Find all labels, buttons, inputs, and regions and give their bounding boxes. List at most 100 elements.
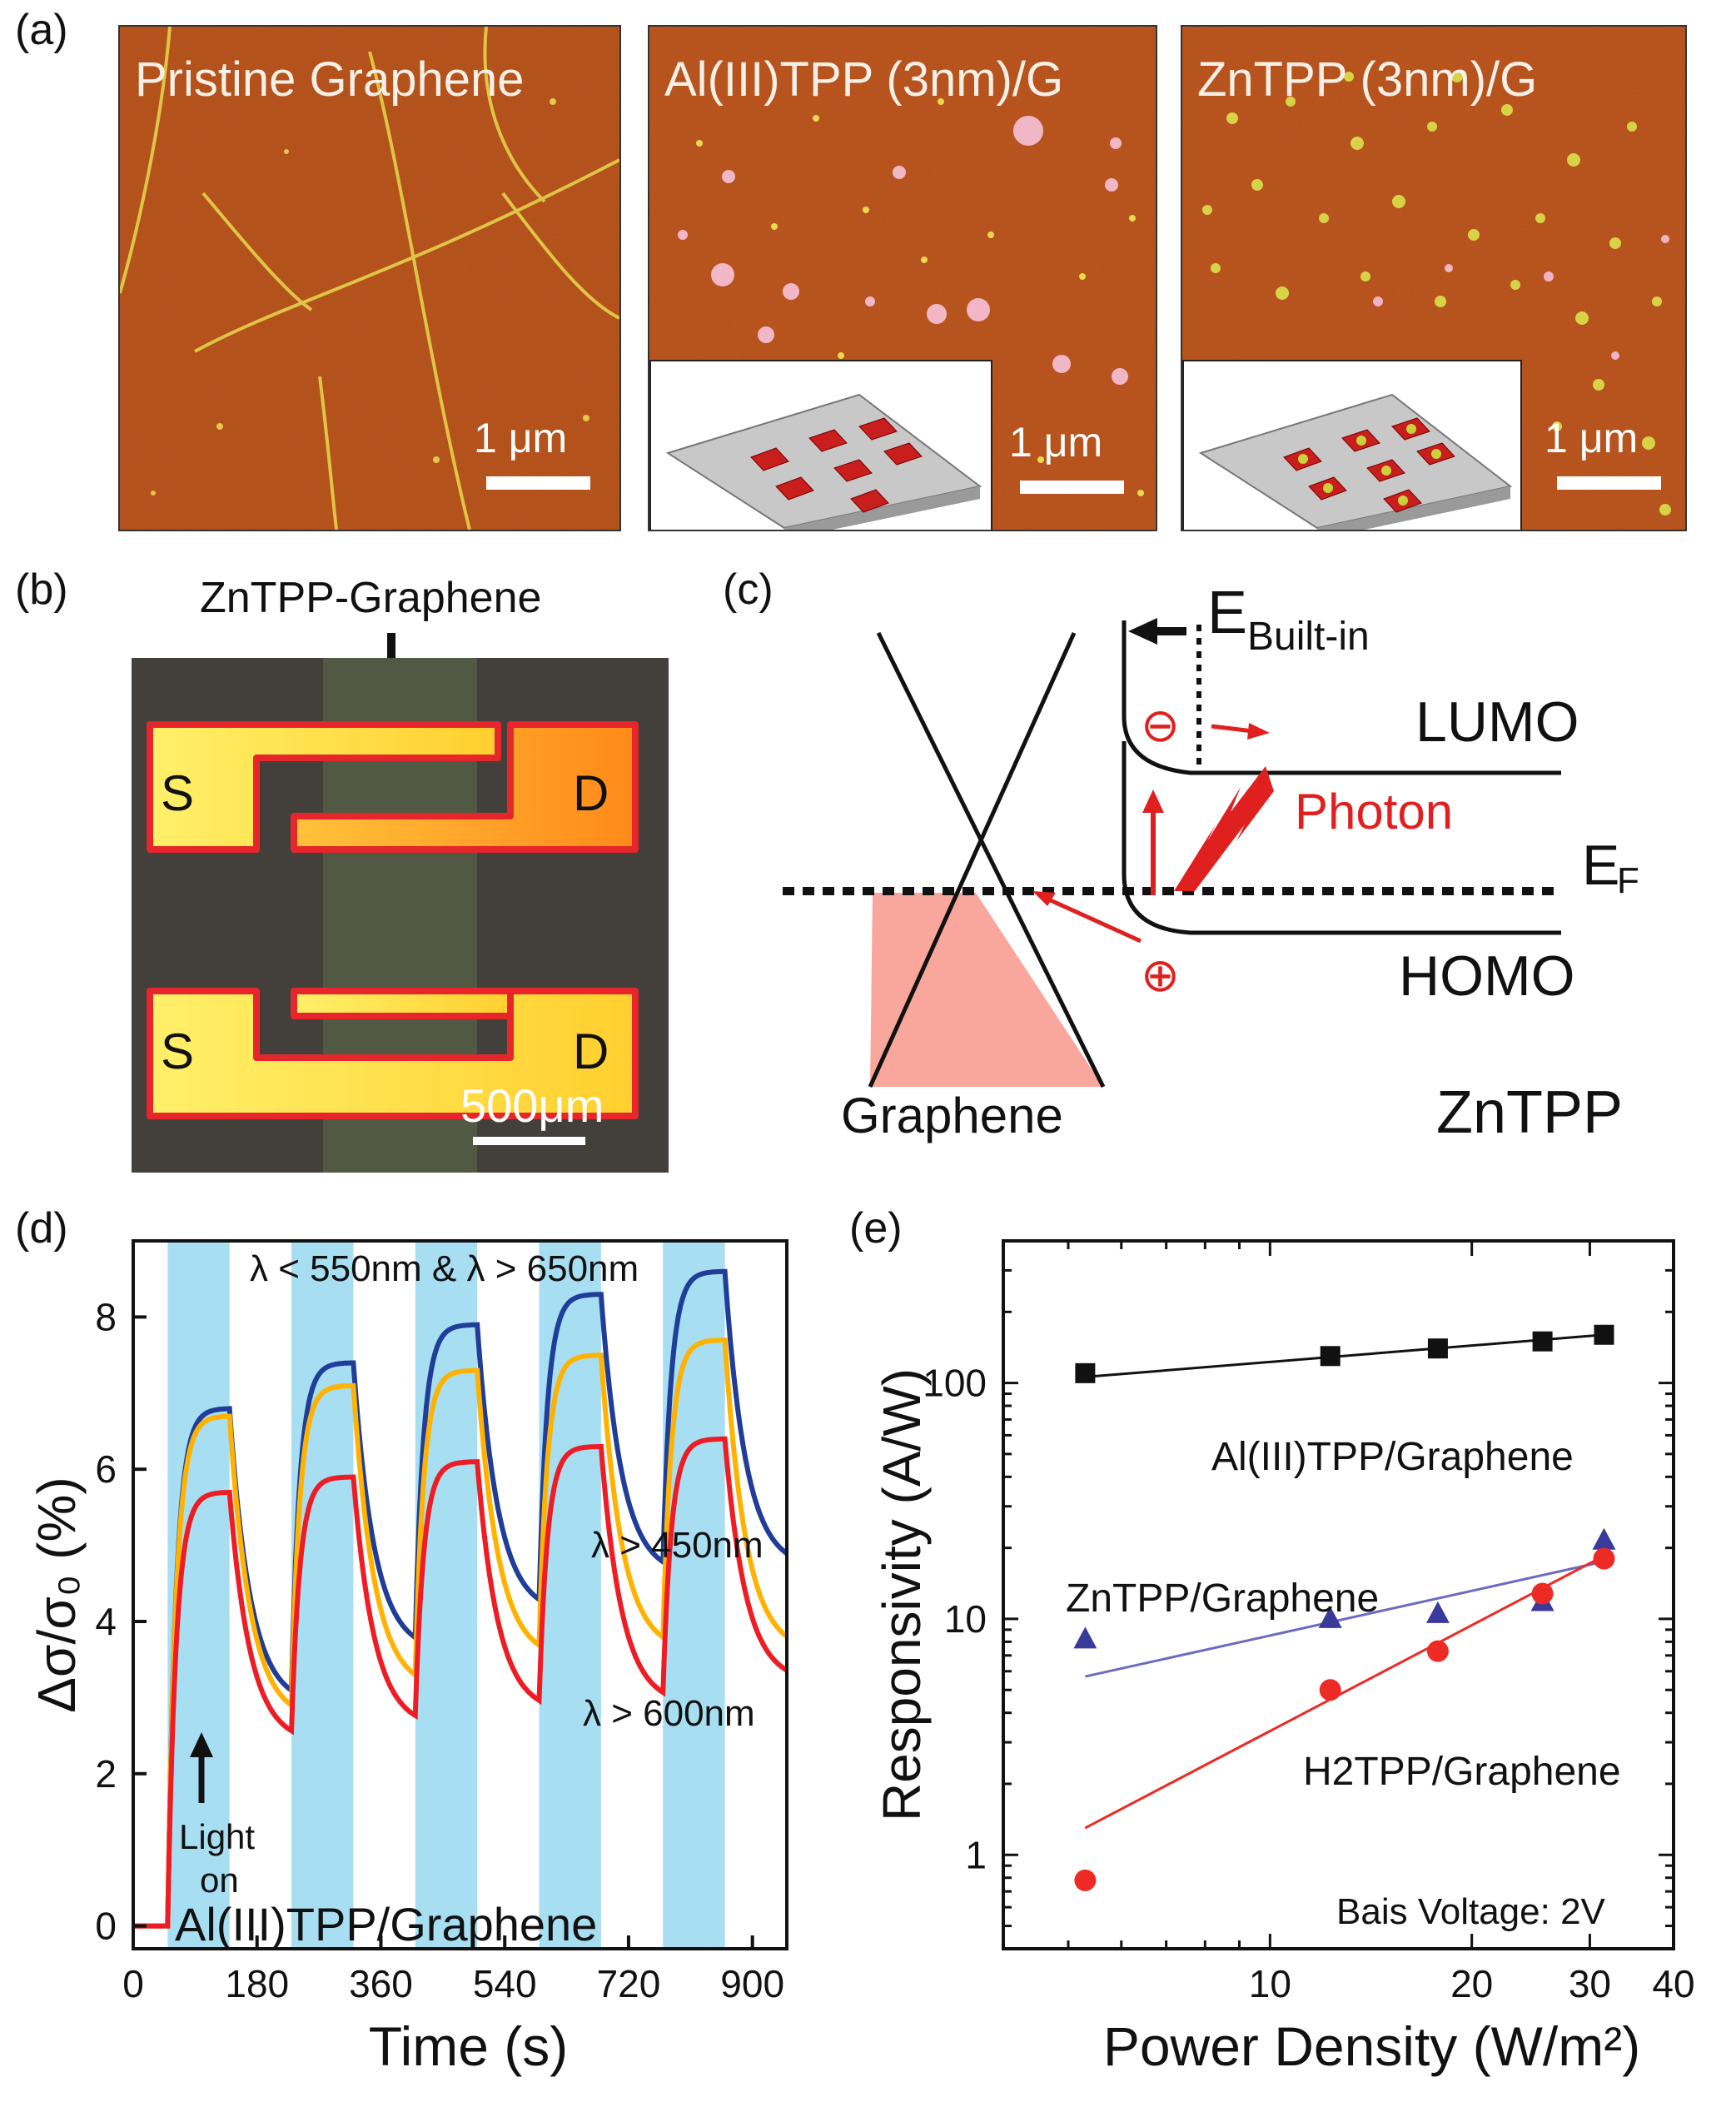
fermi-level-subscript: F — [1617, 860, 1639, 901]
x-tick-label: 360 — [349, 1962, 413, 2005]
x-tick-label: 40 — [1652, 1962, 1694, 2005]
light-on-band — [291, 1241, 354, 1949]
afm-image-pristine-graphene: Pristine Graphene 1 μm — [118, 25, 621, 531]
plot-frame — [1002, 1239, 1675, 1950]
afm-image-altpp-graphene: Al(III)TPP (3nm)/G 1 μm — [648, 25, 1157, 531]
molecules-on-graphene-illustration — [665, 393, 982, 530]
scale-bar-label: 1 μm — [474, 415, 568, 461]
homo-label: HOMO — [1399, 944, 1575, 1008]
optical-micrograph: S D S D 500μm — [132, 658, 669, 1173]
light-on-label-2: on — [200, 1860, 239, 1900]
photon-label: Photon — [1295, 784, 1453, 839]
scale-bar-label: 1 μm — [1009, 419, 1103, 466]
data-point — [1074, 1869, 1097, 1891]
hole-icon: ⊕ — [1141, 949, 1180, 1001]
series-line — [133, 1268, 788, 1929]
scale-bar — [486, 476, 590, 490]
annotation-top: λ < 550nm & λ > 650nm — [250, 1248, 639, 1289]
electrode-label-d1: D — [573, 765, 609, 821]
series-label: Al(III)TPP/Graphene — [1211, 1435, 1574, 1479]
y-tick-label: 8 — [95, 1295, 117, 1338]
series-label: ZnTPP/Graphene — [1066, 1577, 1379, 1621]
molecules-on-graphene-illustration — [1198, 393, 1513, 530]
lumo-label: LUMO — [1415, 690, 1579, 754]
x-tick-label: 720 — [597, 1962, 661, 2005]
device-arrow-label: ZnTPP-Graphene — [200, 574, 542, 622]
fit-line — [1084, 1554, 1605, 1830]
y-tick-label: 10 — [944, 1597, 987, 1641]
x-tick-label: 30 — [1569, 1962, 1611, 2005]
builtin-field-E: E — [1207, 580, 1247, 646]
y-tick-label: 4 — [95, 1600, 117, 1643]
homo-band — [1122, 741, 1561, 935]
y-axis-label: Δσ/σ₀ (%) — [27, 1477, 87, 1712]
graphene-label: Graphene — [841, 1088, 1063, 1143]
x-tick-label: 180 — [225, 1962, 289, 2005]
fit-line — [1085, 1333, 1604, 1378]
device-electrodes-illustration — [132, 658, 669, 1173]
up-arrow-icon — [190, 1732, 213, 1757]
builtin-field-subscript: Built-in — [1247, 615, 1370, 659]
x-axis-label: Power Density (W/m²) — [1103, 2015, 1640, 2077]
annotation-low: λ > 600nm — [583, 1693, 755, 1734]
device-arrow-label-wrap: ZnTPP-Graphene — [125, 566, 666, 650]
scale-bar — [1020, 481, 1124, 494]
annotation-mid: λ > 450nm — [591, 1525, 764, 1566]
data-point — [1532, 1331, 1553, 1352]
data-point — [1073, 1626, 1097, 1649]
data-point — [1592, 1527, 1616, 1550]
data-point — [1593, 1547, 1615, 1570]
electrode-label-d2: D — [573, 1024, 609, 1079]
data-point — [1319, 1679, 1341, 1701]
graphene-filled-states — [870, 893, 1103, 1087]
scale-bar — [473, 1137, 585, 1145]
material-label: ZnTPP — [1436, 1079, 1623, 1146]
series-label: H2TPP/Graphene — [1303, 1750, 1621, 1794]
afm-image-zntpp-graphene: ZnTPP (3nm)/G 1 μm — [1181, 25, 1687, 531]
x-tick-label: 900 — [720, 1962, 784, 2005]
data-point — [1426, 1640, 1449, 1662]
y-tick-label: 0 — [95, 1905, 117, 1948]
left-arrow-icon — [1128, 618, 1157, 645]
y-tick-label: 2 — [95, 1752, 117, 1796]
inset-schematic-altpp — [649, 360, 992, 530]
light-on-band — [415, 1241, 478, 1949]
panel-e-label: (e) — [849, 1204, 903, 1253]
y-tick-label: 100 — [923, 1362, 987, 1405]
electron-icon: ⊖ — [1141, 699, 1180, 751]
scale-bar-label: 500μm — [460, 1079, 604, 1132]
sample-label: Al(III)TPP/Graphene — [175, 1898, 597, 1950]
plot-frame — [132, 1239, 788, 1950]
data-point — [1318, 1606, 1342, 1628]
data-point — [1594, 1324, 1614, 1345]
afm-title: Al(III)TPP (3nm)/G — [664, 52, 1064, 107]
x-tick-label: 20 — [1450, 1962, 1493, 2005]
x-tick-label: 10 — [1249, 1962, 1291, 2005]
data-point — [1425, 1601, 1450, 1623]
photon-lightning-icon — [1174, 766, 1274, 891]
electrode-label-s2: S — [161, 1024, 195, 1079]
light-on-label-1: Light — [179, 1817, 255, 1856]
band-diagram: E Built-in ⊖ ⊕ Photon LUMO HOMO E F Grap… — [783, 580, 1639, 1146]
panel-a-label: (a) — [15, 6, 68, 54]
data-point — [1531, 1582, 1554, 1605]
panel-b-label: (b) — [15, 565, 68, 614]
panel-c-label: (c) — [723, 565, 773, 614]
scale-bar-label: 1 μm — [1544, 415, 1639, 461]
fit-line — [1085, 1560, 1604, 1678]
lumo-band — [1122, 620, 1561, 775]
data-point — [1427, 1338, 1448, 1359]
inset-schematic-zntpp — [1182, 360, 1522, 530]
electrode-label-s1: S — [161, 765, 195, 821]
data-point — [1320, 1346, 1341, 1367]
series-line — [133, 1436, 788, 1929]
series-line — [133, 1337, 788, 1929]
x-tick-label: 540 — [473, 1962, 537, 2005]
data-point — [1075, 1362, 1096, 1383]
x-axis-label: Time (s) — [369, 2015, 569, 2077]
afm-title: ZnTPP (3nm)/G — [1197, 52, 1538, 107]
y-axis-label: Responsivity (A/W) — [872, 1368, 932, 1821]
light-on-band — [539, 1241, 601, 1949]
